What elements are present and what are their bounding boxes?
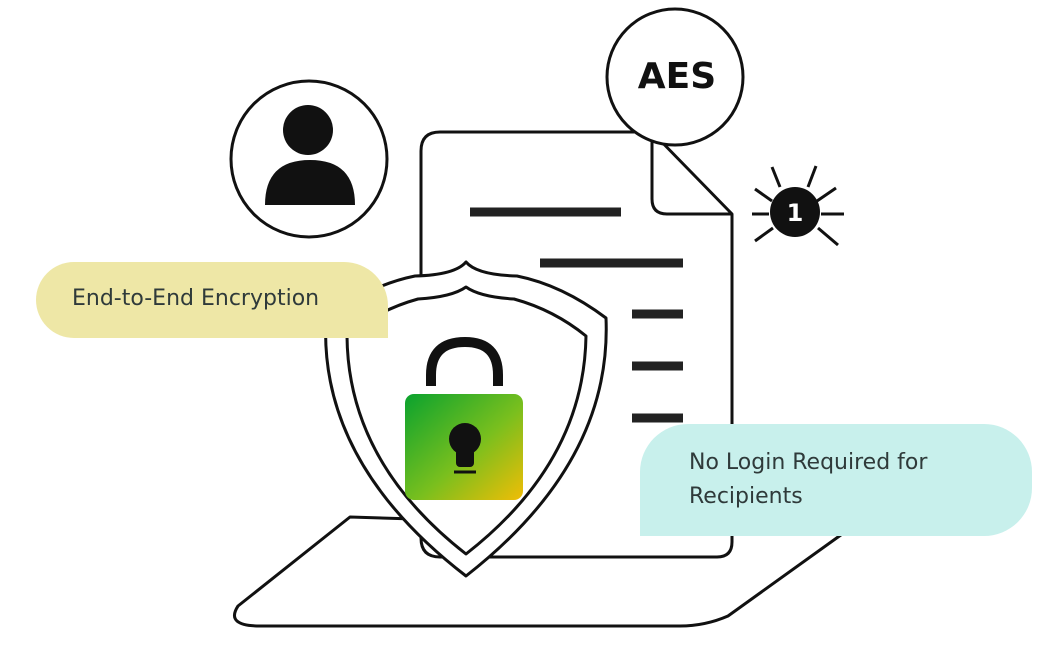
padlock-icon <box>405 336 523 500</box>
aes-badge: AES <box>605 7 745 147</box>
user-icon <box>265 105 355 205</box>
no-login-callout: No Login Required for Recipients <box>640 424 1032 536</box>
aes-label: AES <box>638 56 716 97</box>
bug-count: 1 <box>787 199 804 227</box>
keyhole-icon <box>449 423 481 474</box>
user-badge <box>229 79 389 239</box>
encryption-callout: End-to-End Encryption <box>36 262 388 338</box>
bug-icon: 1 <box>752 165 844 247</box>
